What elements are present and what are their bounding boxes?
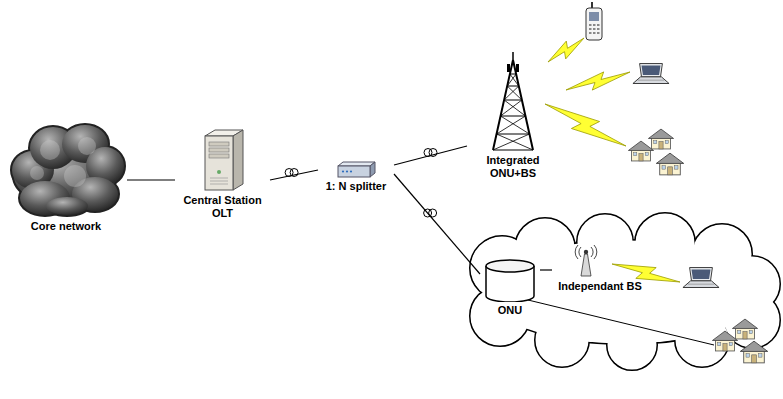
lightning-bolt (612, 264, 680, 282)
core-network-cloud-icon (5, 118, 127, 218)
lightning-bolt (548, 38, 584, 62)
house-cluster (628, 129, 683, 175)
fiber-link (394, 146, 467, 165)
olt-server-icon (175, 128, 270, 192)
mobile-phone (586, 2, 602, 40)
olt-server: Central Station OLT (175, 128, 270, 220)
wireless-links (545, 38, 680, 282)
fiber-link (394, 174, 480, 274)
fiber-coil (424, 209, 437, 217)
fiber-link (127, 179, 175, 180)
node-label: Independant BS (552, 280, 648, 293)
laptop (633, 64, 669, 84)
onu-unit: ONU (480, 258, 540, 317)
node-label: Integrated ONU+BS (467, 154, 559, 180)
lightning-bolt (566, 72, 630, 90)
coverage-cloud (470, 213, 780, 370)
fiber-link (270, 170, 318, 180)
optical-splitter: 1: N splitter (318, 160, 394, 193)
onu-unit-icon (480, 258, 540, 302)
node-label: 1: N splitter (318, 180, 394, 193)
onu-bs-tower-icon (467, 52, 559, 152)
base-station-antenna: Independant BS (552, 244, 648, 293)
base-station-antenna-icon (552, 244, 648, 278)
laptop (683, 268, 719, 288)
fiber-coil (285, 169, 298, 177)
node-label: Core network (5, 220, 127, 233)
access-line (528, 300, 714, 345)
optical-splitter-icon (318, 160, 394, 178)
house-cluster (712, 319, 767, 363)
fiber-coil (424, 149, 437, 157)
onu-bs-tower: Integrated ONU+BS (467, 52, 559, 180)
lightning-bolt (545, 104, 626, 146)
core-network-cloud: Core network (5, 118, 127, 233)
node-label: Central Station OLT (175, 194, 270, 220)
fiber-link (540, 269, 552, 270)
node-label: ONU (480, 304, 540, 317)
